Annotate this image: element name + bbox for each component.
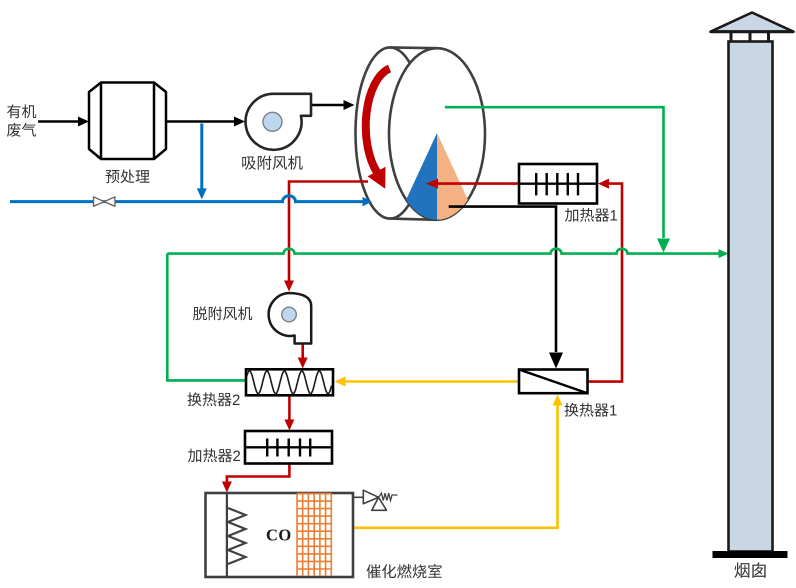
- svg-text:CO: CO: [266, 526, 292, 545]
